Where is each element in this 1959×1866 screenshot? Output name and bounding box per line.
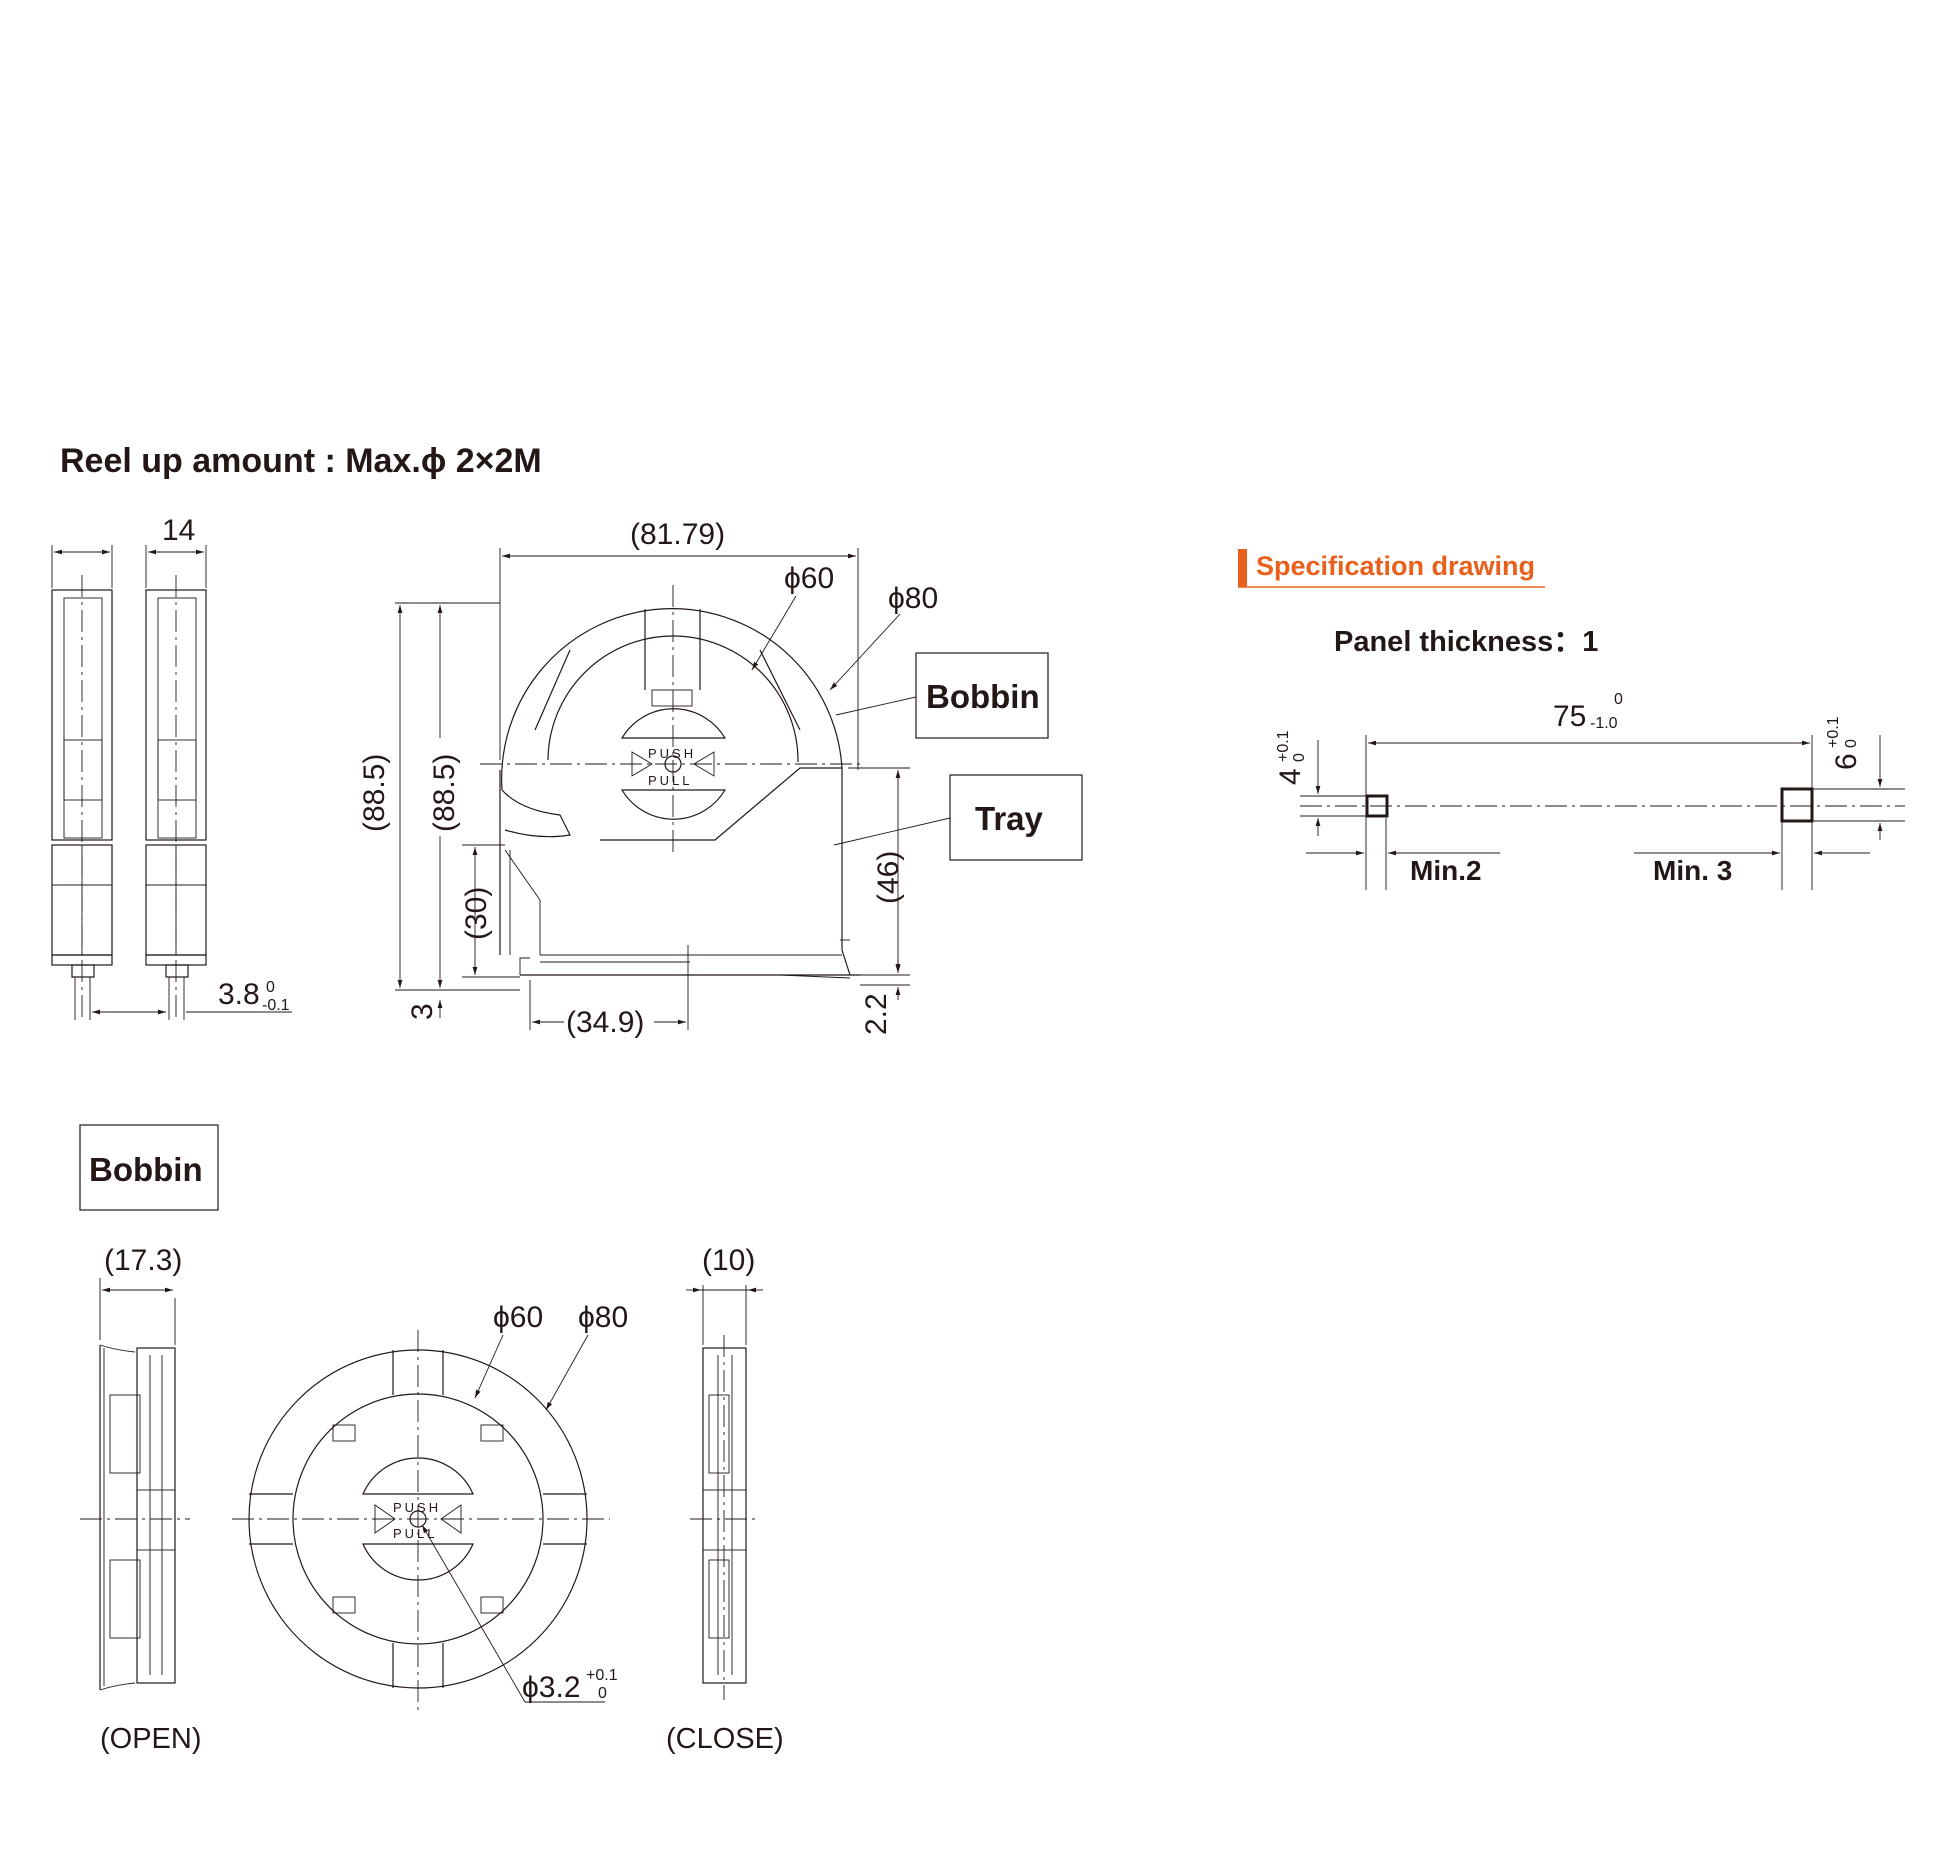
phi3-2-tol-low: 0 bbox=[598, 1685, 607, 1702]
phi3-2-tol-up: +0.1 bbox=[586, 1667, 618, 1684]
phi80-label: ϕ80 bbox=[888, 582, 938, 615]
dim-81-79: (81.79) bbox=[630, 518, 725, 551]
spec-accent-bar bbox=[1238, 549, 1247, 587]
bobbin-open-view bbox=[80, 1344, 190, 1691]
bobbin-phi80-label: ϕ80 bbox=[578, 1301, 628, 1334]
dim-4: 4 bbox=[1274, 768, 1307, 785]
dim-3-8-tol-up: 0 bbox=[266, 979, 275, 996]
bobbin-front-view: PUSH PULL bbox=[232, 1330, 610, 1710]
tray-label-box bbox=[949, 774, 1083, 861]
close-label: (CLOSE) bbox=[666, 1723, 784, 1755]
bobbin-section-label: Bobbin bbox=[89, 1151, 203, 1188]
dim-88-5-inner: (88.5) bbox=[428, 754, 461, 832]
tray-label: Tray bbox=[975, 800, 1044, 837]
side-view-left bbox=[51, 575, 113, 1020]
side-view-right bbox=[145, 575, 207, 1020]
bobbin-phi60-label: ϕ60 bbox=[493, 1301, 543, 1334]
page-title: Reel up amount : Max.ϕ 2×2M bbox=[60, 442, 542, 480]
dim-3-8-tol-low: -0.1 bbox=[262, 997, 290, 1014]
bobbin-pull-text: PULL bbox=[393, 1526, 438, 1541]
dim-75: 75 bbox=[1553, 700, 1586, 733]
panel-thickness: Panel thickness：1 bbox=[1334, 626, 1598, 658]
dim-6-tol-up: +0.1 bbox=[1825, 716, 1842, 748]
dim-88-5-outer: (88.5) bbox=[358, 754, 391, 832]
bobbin-label: Bobbin bbox=[926, 678, 1040, 715]
dim-75-tol: -1.0 bbox=[1590, 715, 1618, 732]
bobbin-label-box bbox=[915, 652, 1049, 739]
phi60-label: ϕ60 bbox=[784, 562, 834, 595]
dim-14: 14 bbox=[162, 514, 195, 547]
open-label: (OPEN) bbox=[100, 1723, 202, 1755]
dim-4-tol-low: 0 bbox=[1291, 753, 1308, 762]
min3-label: Min. 3 bbox=[1653, 855, 1732, 886]
panel-hole-drawing bbox=[1300, 735, 1905, 890]
pull-text: PULL bbox=[648, 773, 693, 788]
min2-label: Min.2 bbox=[1410, 855, 1482, 886]
dim-46: (46) bbox=[872, 851, 905, 904]
dim-75-tol-up: 0 bbox=[1614, 691, 1623, 708]
phi3-2-label: ϕ3.2 bbox=[522, 1671, 581, 1704]
dim-3: 3 bbox=[406, 1003, 439, 1020]
dim-30: (30) bbox=[460, 887, 493, 940]
dim-17-3: (17.3) bbox=[104, 1244, 182, 1277]
bobbin-push-text: PUSH bbox=[393, 1500, 441, 1515]
dim-2-2: 2.2 bbox=[860, 993, 893, 1035]
dim-3-8: 3.8 bbox=[218, 978, 260, 1011]
dim-10: (10) bbox=[702, 1244, 755, 1277]
assembly-front-view: PUSH PULL bbox=[480, 585, 860, 979]
dim-6: 6 bbox=[1830, 753, 1863, 770]
bobbin-section-box bbox=[79, 1124, 219, 1211]
spec-heading: Specification drawing bbox=[1256, 551, 1535, 581]
dim-34-9: (34.9) bbox=[566, 1006, 644, 1039]
dim-4-tol-up: +0.1 bbox=[1275, 730, 1292, 762]
bobbin-close-view bbox=[690, 1335, 760, 1700]
dim-6-tol-low: 0 bbox=[1843, 739, 1860, 748]
push-text: PUSH bbox=[648, 746, 696, 761]
